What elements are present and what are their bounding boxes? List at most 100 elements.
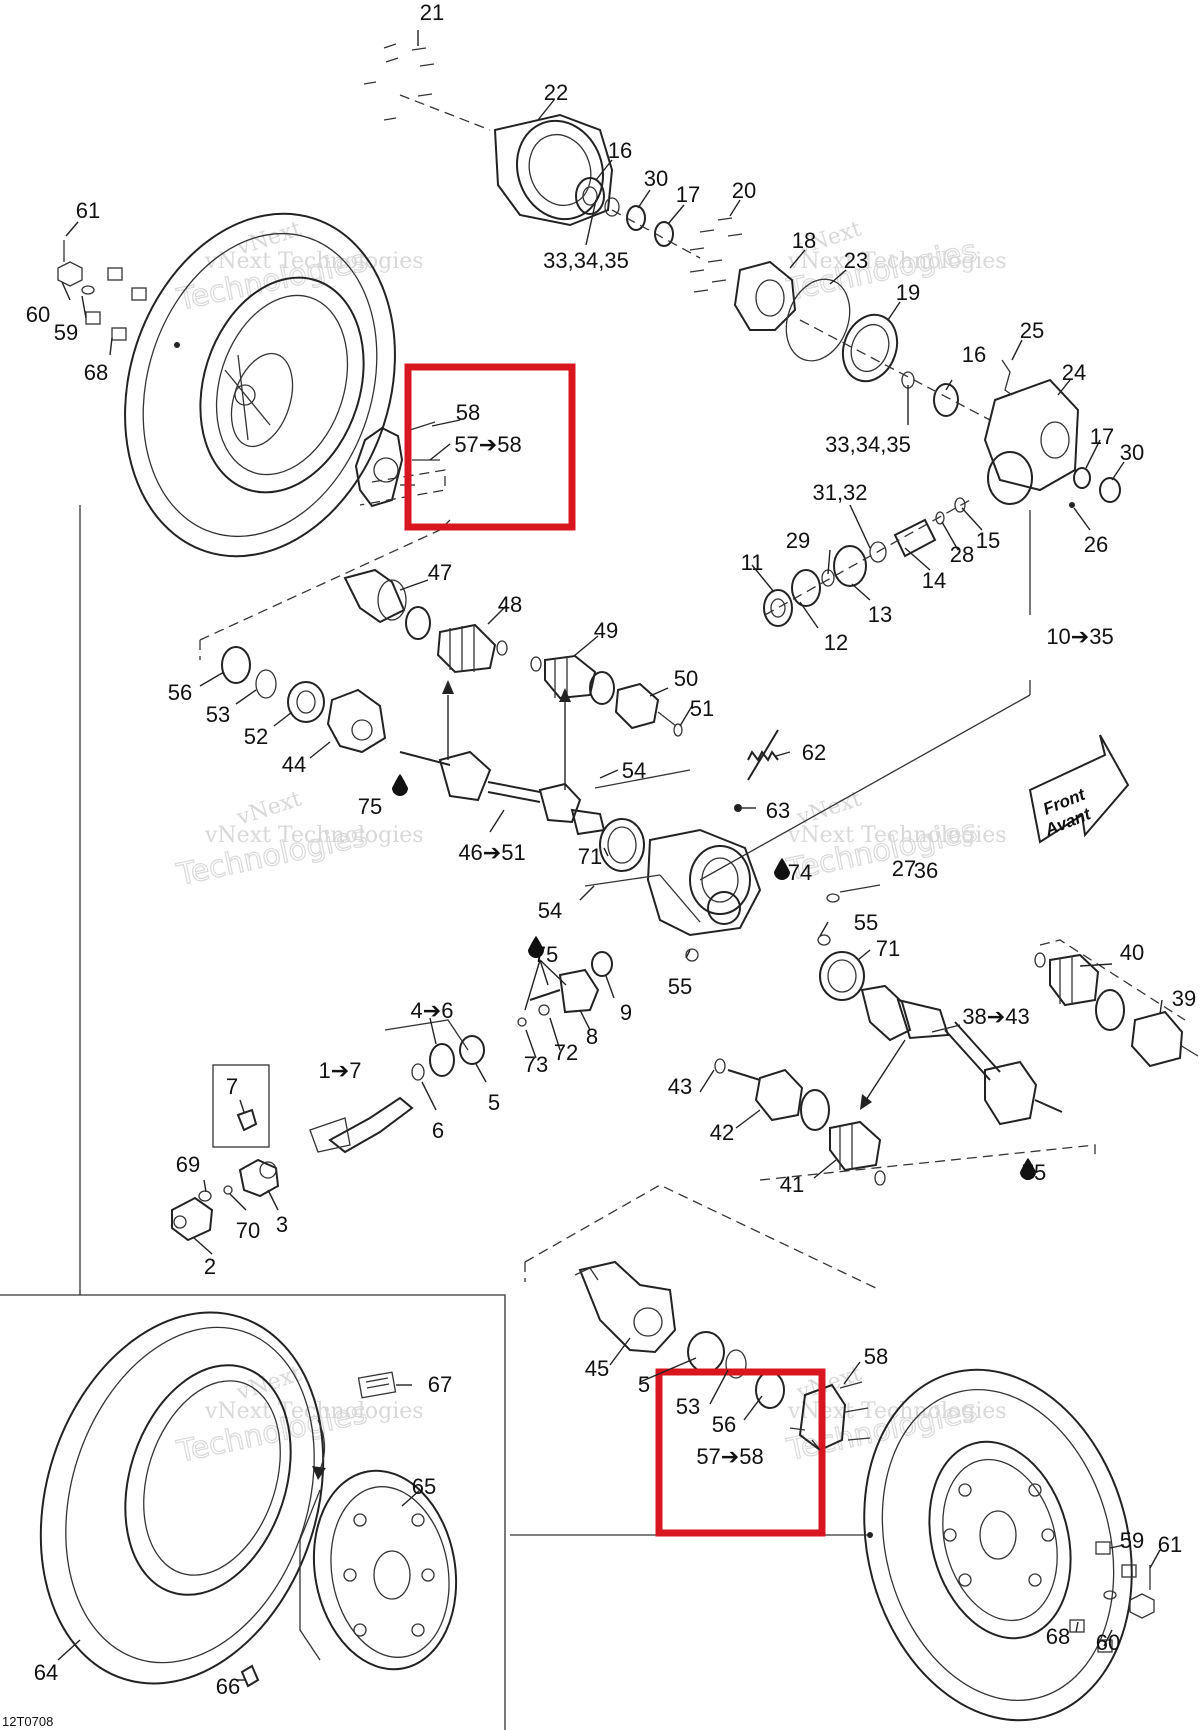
callout-label: 48 [498,592,522,617]
callout-label: 33,34,35 [825,432,911,457]
nut-55-lower [685,948,699,962]
callout-label: 74 [788,860,812,885]
callout-label: 58 [864,1344,888,1369]
callout-label: 56 [712,1412,736,1437]
clip-51 [673,723,683,737]
cv-joint-39 [1130,1010,1199,1068]
ring-19 [841,313,899,383]
callout-label: 24 [1062,360,1086,385]
callout-label: 68 [84,360,108,385]
callout-label: 15 [976,528,1000,553]
callout-label: 71 [876,936,900,961]
seal-56-upper [221,646,251,684]
differential-center [584,769,762,937]
callout-label: 61 [76,198,100,223]
callout-label: 59 [1120,1528,1144,1553]
callout-label: 4➔6 [411,998,454,1023]
plug-63 [734,804,742,812]
callout-label: 44 [282,752,306,777]
callout-label: 46➔51 [458,840,525,865]
reference-code: 12T0708 [2,1714,53,1729]
callout-label: 26 [1084,532,1108,557]
hub-knuckle-upper-left [354,421,446,508]
callout-label: 7 [226,1074,238,1099]
callout-label: 62 [802,740,826,765]
callout-label: 64 [34,1660,58,1685]
lug-nuts-upper-left [57,240,147,341]
dash-right-cv [1039,939,1186,1021]
ujoint-group [171,1064,280,1242]
callout-label: 63 [766,798,790,823]
clamp-48a [405,606,431,640]
seal-71-right [819,951,865,1001]
knuckle-44 [326,688,387,754]
rim-65 [299,1469,458,1671]
callout-label: 30 [1120,440,1144,465]
label-67 [357,1371,397,1399]
boot-40 [1034,952,1100,1007]
seal-17-right [1073,467,1091,489]
housing-22 [493,113,614,227]
seal-30-right [1099,477,1121,503]
callout-label: 57➔58 [454,432,521,457]
ring-53-upper [255,669,277,699]
watermark-text: vNext Technologies [204,1399,424,1424]
callout-label: 22 [544,80,568,105]
callout-label: 9 [620,1000,632,1025]
bearing-16-top [575,177,605,215]
callout-label: 11 [741,550,764,575]
callout-label: 19 [896,280,920,305]
lug-nuts-lower-right [1069,1541,1155,1653]
callout-label: 33,34,35 [543,248,629,273]
inset-frame [0,1294,506,1730]
callout-label: 55 [668,974,692,999]
watermark-text: vNext Technologies [204,249,424,274]
callout-label: 25 [1020,318,1044,343]
callout-label: 54 [622,758,646,783]
callout-label: 43 [668,1074,692,1099]
cv-joint-47 [343,568,407,624]
dash-lower-arm [524,1184,881,1291]
wheel-lower-right [863,1368,1133,1722]
callout-label: 68 [1046,1624,1070,1649]
oring-23 [785,278,851,362]
callout-label: 39 [1172,986,1196,1011]
boot-41 [829,1120,882,1172]
plug-26 [1069,502,1075,508]
half-shaft-46-51 [399,750,606,836]
callout-label: 8 [586,1024,598,1049]
pinion-stack [763,497,971,627]
callout-label: 12 [824,630,848,655]
callout-label: 52 [244,724,268,749]
clip-43 [714,1058,726,1074]
callout-label: 5 [488,1090,500,1115]
watermark-text: vNext Technologies [787,249,1007,274]
bearing-52-lower [687,1331,725,1373]
hub-lower-right [789,1381,871,1452]
callout-label: 21 [420,0,444,25]
callout-label: 53 [676,1394,700,1419]
seal-71-left [599,818,645,872]
callout-label: 2 [204,1254,216,1279]
callout-label: 29 [786,528,810,553]
seal-56-lower [755,1371,785,1409]
oil-drop-icon [528,936,544,958]
callout-label: 16 [962,342,986,367]
callout-label: 42 [710,1120,734,1145]
callout-label: 54 [538,898,562,923]
boot-49 [544,654,597,700]
arrow-67 [317,1419,326,1471]
highlight-box-lower [655,1368,826,1537]
callout-label: 60 [26,302,50,327]
callout-label: 1➔7 [319,1058,362,1083]
callout-label: 60 [1096,1630,1120,1655]
callout-label: 3 [276,1212,288,1237]
shim-33 [604,197,620,217]
gear-18 [733,260,797,331]
callout-label: 27 [892,856,916,881]
callout-label: 5 [638,1372,650,1397]
knuckle-45 [574,1260,677,1354]
ring-6 [411,1063,425,1081]
callout-label: 41 [780,1172,804,1197]
